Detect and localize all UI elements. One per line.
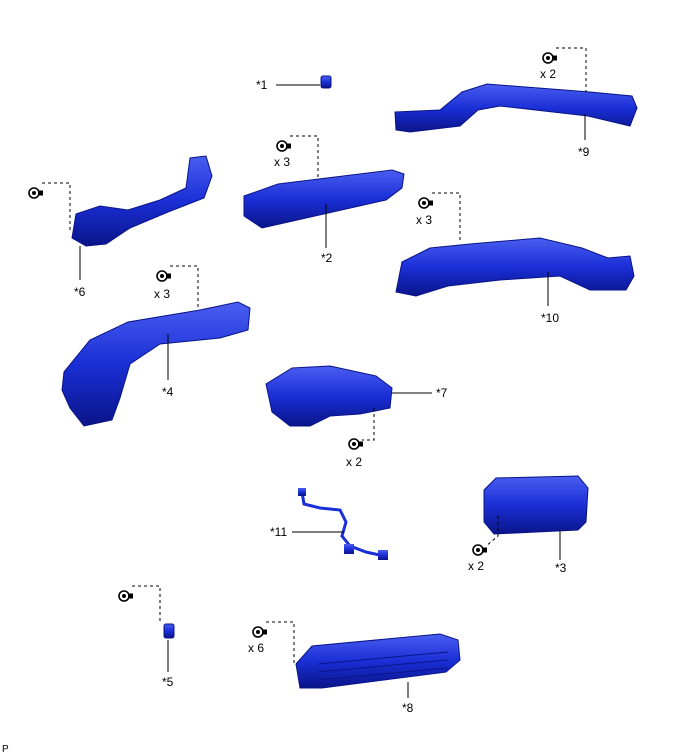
callout-10: *10 <box>541 311 559 325</box>
screw-icon-7 <box>348 438 364 450</box>
screw-icon-10 <box>418 197 434 209</box>
callout-9: *9 <box>578 145 590 159</box>
qty-8: x 6 <box>248 641 264 655</box>
qty-9: x 2 <box>540 67 556 81</box>
part-3-box: x 2 *3 <box>468 475 589 575</box>
callout-7: *7 <box>436 386 448 400</box>
qty-4: x 3 <box>154 287 170 301</box>
callout-1: *1 <box>256 78 268 92</box>
part-4-duct: x 3 *4 <box>61 265 251 427</box>
screw-icon-9 <box>542 52 558 64</box>
callout-8: *8 <box>402 701 414 715</box>
part-9-duct: x 2 *9 <box>394 47 638 159</box>
screw-icon-6 <box>28 187 44 199</box>
callout-6: *6 <box>74 285 86 299</box>
part-8-register: x 6 *8 <box>248 621 461 715</box>
callout-5: *5 <box>162 675 174 689</box>
qty-2: x 3 <box>274 155 290 169</box>
callout-11: *11 <box>270 525 287 539</box>
callout-4: *4 <box>162 385 174 399</box>
screw-icon-5 <box>118 590 134 602</box>
qty-7: x 2 <box>346 455 362 469</box>
screw-icon-4 <box>156 270 172 282</box>
callout-3: *3 <box>555 561 567 575</box>
qty-10: x 3 <box>416 213 432 227</box>
part-6-duct: *6 <box>28 155 213 299</box>
corner-mark: P <box>2 744 9 755</box>
part-7-register: *7 x 2 <box>265 365 448 469</box>
part-10-duct: x 3 *10 <box>395 192 635 325</box>
part-2-duct: x 3 *2 <box>243 135 405 265</box>
part-11-harness: *11 <box>270 488 388 560</box>
screw-icon-3 <box>472 544 488 556</box>
screw-icon-8 <box>252 626 268 638</box>
screw-icon-2 <box>276 140 292 152</box>
callout-2: *2 <box>321 251 333 265</box>
part-5-bracket: *5 <box>118 585 175 689</box>
qty-3: x 2 <box>468 559 484 573</box>
part-1-clip: *1 <box>256 75 332 92</box>
